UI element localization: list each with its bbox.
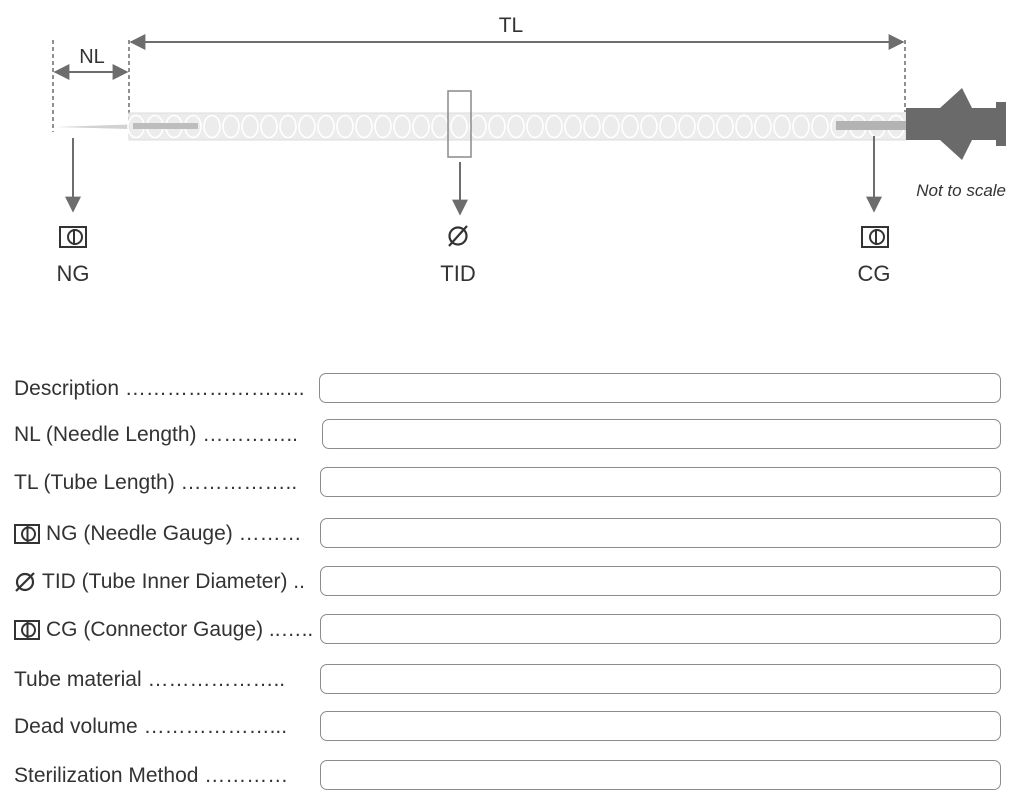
field-label: TL (Tube Length) ……………..: [14, 469, 297, 497]
tube-pattern-bead: [412, 114, 430, 139]
field-input-2[interactable]: [322, 419, 1001, 449]
tube-pattern-bead: [374, 114, 392, 139]
tube-pattern-bead: [260, 114, 278, 139]
tube-pattern-bead: [602, 114, 620, 139]
field-label: NL (Needle Length) …………..: [14, 421, 298, 449]
tube-pattern-bead: [716, 114, 734, 139]
diameter-symbol-icon: [448, 225, 468, 247]
tube-pattern-bead: [507, 114, 525, 139]
tube: [127, 112, 907, 141]
field-label: CG (Connector Gauge) ..…..: [14, 616, 313, 644]
diameter-symbol-icon: [15, 572, 35, 592]
form-row-7: Tube material ………………..: [14, 664, 1004, 696]
tube-pattern-bead: [735, 114, 753, 139]
tid-label: TID: [440, 261, 475, 286]
ng-label: NG: [57, 261, 90, 286]
field-label-text: Sterilization Method …………: [14, 764, 289, 787]
field-symbol: [14, 524, 40, 544]
field-input-9[interactable]: [320, 760, 1001, 790]
connector-gauge-symbol-icon: [861, 226, 889, 248]
form-row-3: TL (Tube Length) ……………..: [14, 467, 1004, 499]
field-label-text: Description ……………………..: [14, 377, 305, 400]
tube-pattern-bead: [640, 114, 658, 139]
connector-hub: [906, 88, 1006, 160]
field-label-text: TL (Tube Length) ……………..: [14, 471, 298, 494]
field-label-text: Dead volume ………………...: [14, 715, 288, 738]
tube-pattern-bead: [203, 114, 221, 139]
field-label: Dead volume ………………...: [14, 713, 287, 741]
tube-pattern-bead: [298, 114, 316, 139]
field-input-8[interactable]: [320, 711, 1001, 741]
tube-pattern-bead: [792, 114, 810, 139]
tube-pattern-bead: [564, 114, 582, 139]
field-label-text: NL (Needle Length) …………..: [14, 423, 299, 446]
form-row-4: NG (Needle Gauge) ………: [14, 518, 1004, 550]
tube-pattern-bead: [697, 114, 715, 139]
form-row-1: Description ……………………..: [14, 373, 1004, 405]
needle-gauge-symbol-icon: [14, 524, 40, 544]
tube-pattern-bead: [754, 114, 772, 139]
field-symbol: [14, 571, 36, 593]
tube-pattern-bead: [355, 114, 373, 139]
field-symbol: [14, 620, 40, 640]
tube-pattern-bead: [488, 114, 506, 139]
tube-pattern-bead: [545, 114, 563, 139]
form-row-5: TID (Tube Inner Diameter) ..: [14, 566, 1004, 598]
connector-inner-wire: [836, 121, 908, 130]
form-row-8: Dead volume ………………...: [14, 711, 1004, 743]
connector-gauge-symbol-icon: [14, 620, 40, 640]
tl-label: TL: [499, 14, 524, 37]
field-input-6[interactable]: [320, 614, 1001, 644]
tube-pattern-bead: [659, 114, 677, 139]
tube-pattern-bead: [773, 114, 791, 139]
form-row-6: CG (Connector Gauge) ..…..: [14, 614, 1004, 646]
field-input-5[interactable]: [320, 566, 1001, 596]
tube-pattern-bead: [222, 114, 240, 139]
field-label-text: NG (Needle Gauge) ………: [46, 522, 302, 545]
nl-label: NL: [79, 46, 105, 68]
field-input-3[interactable]: [320, 467, 1001, 497]
tube-pattern-bead: [621, 114, 639, 139]
field-label-text: CG (Connector Gauge) ..…..: [46, 618, 314, 641]
field-input-7[interactable]: [320, 664, 1001, 694]
tube-inner-wire: [133, 123, 198, 129]
tube-pattern-bead: [317, 114, 335, 139]
form-row-9: Sterilization Method …………: [14, 760, 1004, 792]
field-label-text: Tube material ………………..: [14, 668, 286, 691]
field-label: TID (Tube Inner Diameter) ..: [14, 568, 305, 596]
field-label-text: TID (Tube Inner Diameter) ..: [42, 570, 305, 593]
field-input-1[interactable]: [319, 373, 1001, 403]
tube-pattern-bead: [241, 114, 259, 139]
needle-gauge-symbol-icon: [59, 226, 87, 248]
field-label: NG (Needle Gauge) ………: [14, 520, 302, 548]
field-label: Tube material ………………..: [14, 666, 285, 694]
form-row-2: NL (Needle Length) …………..: [14, 419, 1004, 451]
tube-pattern-bead: [526, 114, 544, 139]
field-label: Sterilization Method …………: [14, 762, 288, 790]
tube-pattern-bead: [393, 114, 411, 139]
tube-pattern-bead: [279, 114, 297, 139]
field-label: Description ……………………..: [14, 375, 305, 403]
tube-pattern-bead: [450, 114, 468, 139]
field-input-4[interactable]: [320, 518, 1001, 548]
not-to-scale-note: Not to scale: [916, 181, 1006, 200]
needle-tube-diagram: TL NL NG TID CG Not to scale: [52, 14, 1006, 286]
tube-pattern-bead: [336, 114, 354, 139]
tube-pattern-bead: [583, 114, 601, 139]
tid-marker-box: [447, 90, 472, 158]
tube-pattern-bead: [469, 114, 487, 139]
tube-pattern-bead: [678, 114, 696, 139]
cg-label: CG: [858, 261, 891, 286]
tube-pattern-bead: [811, 114, 829, 139]
